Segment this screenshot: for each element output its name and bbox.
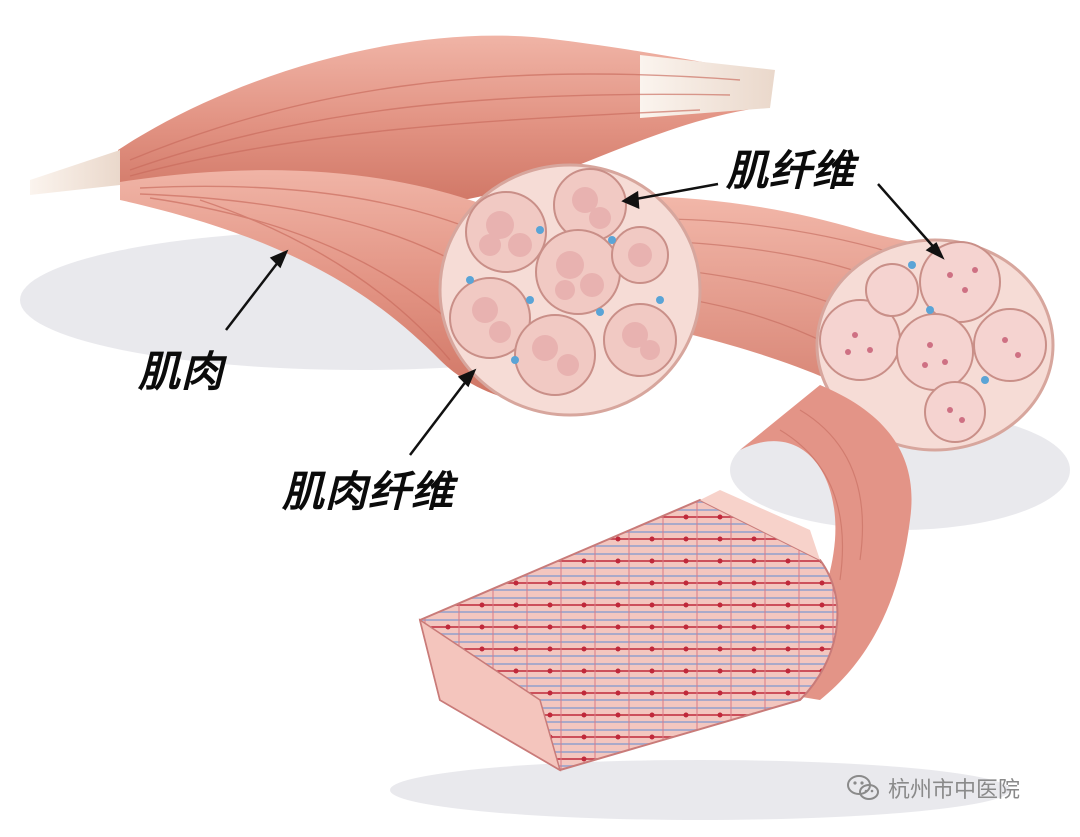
- arrow-fiber-left: [629, 182, 719, 202]
- wechat-icon: [847, 775, 879, 800]
- label-muscle-bundle: 肌肉纤维: [282, 467, 455, 516]
- watermark: 杭州市中医院: [846, 770, 1020, 806]
- watermark-text: 杭州市中医院: [888, 778, 1021, 803]
- label-muscle-fiber: 肌纤维: [726, 146, 856, 195]
- myofibril-block: [418, 490, 839, 772]
- arrow-bundle: [409, 375, 471, 456]
- fascicle-cross-section: [438, 163, 702, 417]
- pointer-arrows: [225, 182, 945, 456]
- arrow-muscle: [225, 256, 283, 331]
- fiber-cross-section: [815, 238, 1055, 452]
- muscle-fiber-tube: [740, 385, 912, 700]
- label-muscle: 肌肉: [138, 347, 225, 396]
- arrow-fiber-right: [877, 183, 939, 253]
